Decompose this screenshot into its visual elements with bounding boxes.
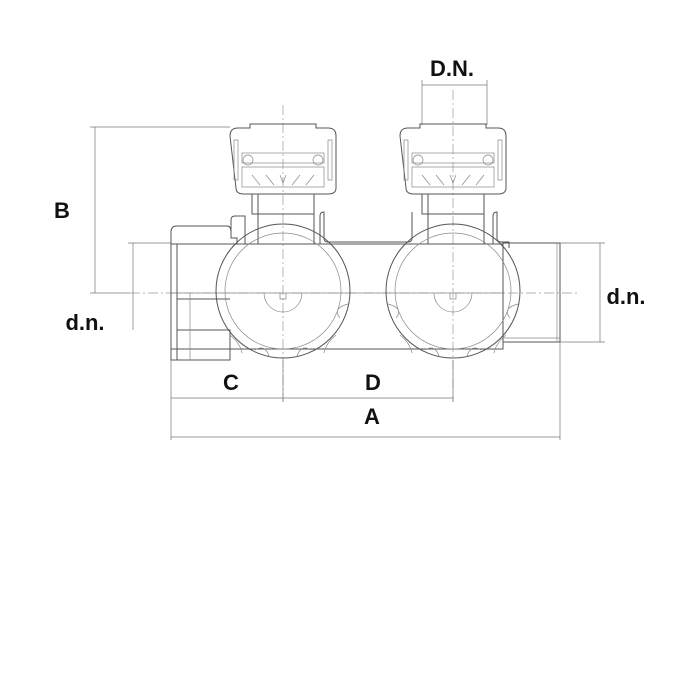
outlet-fitting-1 (215, 123, 351, 359)
dn-right-label: d.n. (606, 284, 645, 309)
center-lines (130, 90, 578, 402)
outlet-fitting-2 (385, 123, 521, 359)
b-height-label: B (54, 198, 70, 223)
manifold-body (170, 211, 561, 361)
a-length-label: A (364, 404, 380, 429)
d-spacing-label: D (365, 370, 381, 395)
dimension-lines (90, 80, 605, 440)
c-offset-label: C (223, 370, 239, 395)
dn-left-label: d.n. (65, 310, 104, 335)
dn-outlet-label: D.N. (430, 56, 474, 81)
